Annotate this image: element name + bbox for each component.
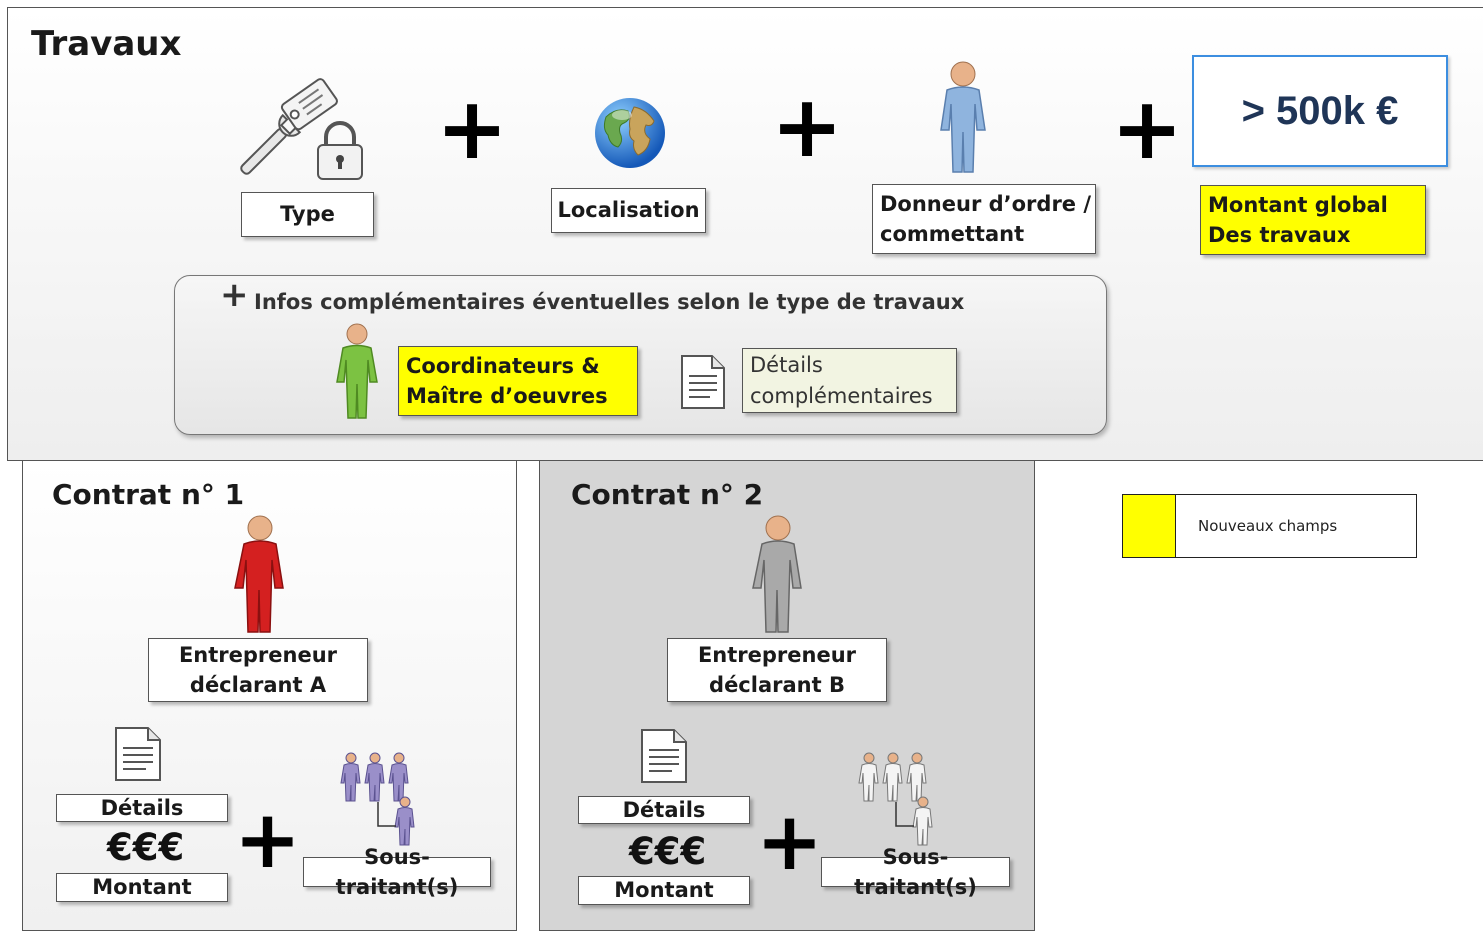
donneur-label-line2: commettant [880, 222, 1025, 246]
donneur-label-line1: Donneur d’ordre / [880, 191, 1092, 216]
entrepreneur-a-line1: Entrepreneur [178, 642, 338, 667]
contrat-1-details-label: Détails [56, 794, 228, 822]
entrepreneur-b-line2: déclarant B [709, 673, 845, 697]
contrat-2-title: Contrat n° 2 [571, 478, 764, 511]
legend-swatch [1123, 495, 1176, 557]
travaux-title: Travaux [31, 24, 182, 64]
plus-sign: + [771, 77, 844, 177]
contrat-2-montant-label: Montant [578, 876, 750, 905]
montant-label-line2: Des travaux [1208, 223, 1351, 247]
plus-sign: + [436, 79, 509, 179]
coordinateurs-label-line2: Maître d’oeuvres [406, 384, 608, 408]
montant-global-label: Montant global Des travaux [1200, 185, 1426, 255]
contrat-2-details-label: Détails [578, 796, 750, 824]
contrat-1-montant-label: Montant [56, 873, 228, 902]
coordinateurs-label-line1: Coordinateurs & [406, 353, 600, 378]
document-icon [681, 355, 725, 409]
montant-label-line1: Montant global [1208, 192, 1388, 217]
type-tools-icon [240, 78, 363, 180]
contrat-1-euro-symbol: €€€ [107, 826, 185, 869]
details-complementaires-label: Détails complémentaires [742, 348, 957, 413]
coordinateur-person-icon [336, 323, 378, 419]
entrepreneur-a-person-icon [234, 515, 284, 633]
contrat-1-title: Contrat n° 1 [52, 478, 245, 511]
entrepreneur-b-label: Entrepreneur déclarant B [667, 638, 887, 702]
type-label: Type [241, 192, 374, 237]
plus-sign: + [1111, 79, 1184, 179]
infos-complementaires-text: Infos complémentaires éventuelles selon … [254, 290, 965, 314]
legend: Nouveaux champs [1122, 494, 1417, 558]
localisation-label: Localisation [551, 188, 706, 233]
person-icon [940, 61, 986, 173]
entrepreneur-b-line1: Entrepreneur [697, 642, 857, 667]
details-label-line2: complémentaires [750, 383, 933, 408]
plus-sign: + [756, 795, 824, 888]
document-icon [641, 729, 687, 783]
contrat-1-sous-traitants-label: Sous-traitant(s) [303, 845, 491, 899]
globe-icon [595, 98, 665, 168]
sous-traitants-icon [340, 752, 415, 846]
amount-box: > 500k € [1192, 55, 1448, 167]
donneur-label: Donneur d’ordre / commettant [872, 184, 1096, 254]
entrepreneur-b-person-icon [752, 515, 802, 633]
entrepreneur-a-line2: déclarant A [189, 673, 327, 697]
entrepreneur-a-label: Entrepreneur déclarant A [148, 638, 368, 702]
document-icon [115, 727, 161, 781]
plus-sign: + [234, 793, 302, 886]
legend-label: Nouveaux champs [1198, 517, 1338, 535]
small-plus-sign: + [220, 275, 249, 315]
contrat-2-euro-symbol: €€€ [629, 830, 707, 873]
coordinateurs-label: Coordinateurs & Maître d’oeuvres [398, 346, 638, 416]
contrat-2-sous-traitants-label: Sous-traitant(s) [821, 845, 1010, 899]
details-label-line1: Détails [750, 353, 823, 378]
sous-traitants-icon [858, 752, 933, 846]
